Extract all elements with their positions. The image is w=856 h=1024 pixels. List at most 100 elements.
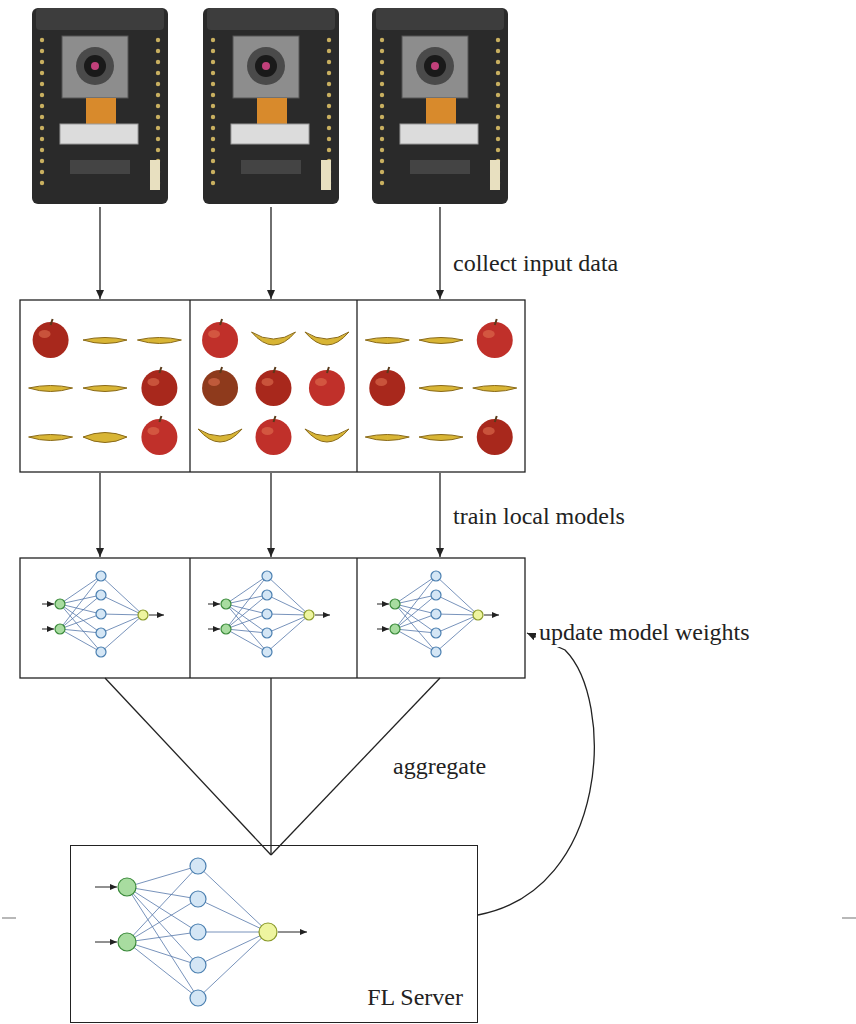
input-arrow	[95, 942, 117, 943]
flow-lines	[100, 207, 594, 915]
net-link	[226, 629, 267, 652]
apple	[369, 370, 405, 406]
apple-stem	[220, 319, 222, 325]
banana	[365, 338, 409, 344]
pin	[40, 49, 44, 53]
banana	[305, 332, 349, 345]
input-neuron	[390, 624, 400, 634]
net-link	[198, 866, 268, 932]
pin	[211, 38, 215, 42]
panel-boxes	[20, 300, 525, 678]
lens	[84, 55, 106, 77]
pin	[156, 71, 160, 75]
net-link	[198, 932, 268, 998]
net-link	[395, 595, 436, 629]
net-link	[60, 629, 101, 652]
apple	[141, 370, 177, 406]
net-link	[395, 604, 436, 633]
input-neuron	[118, 878, 136, 896]
output-neuron	[138, 610, 148, 620]
pin	[327, 49, 331, 53]
apple	[256, 419, 292, 455]
ribbon-cable	[426, 98, 456, 124]
pin	[380, 181, 384, 185]
pin	[496, 49, 500, 53]
banana	[419, 338, 463, 344]
net-link	[101, 576, 143, 615]
pin	[327, 82, 331, 86]
net-link	[198, 899, 268, 932]
net-link	[267, 576, 309, 615]
button	[490, 160, 500, 190]
input-arrow	[42, 604, 54, 605]
pin	[380, 38, 384, 42]
net-link	[436, 615, 478, 652]
slide-rules	[2, 917, 856, 918]
banana	[365, 435, 409, 441]
net-link	[127, 899, 198, 942]
node-title: FL Server	[367, 983, 463, 1012]
pin	[496, 38, 500, 42]
ribbon-cable	[257, 98, 287, 124]
pin	[380, 148, 384, 152]
hidden-neuron	[190, 990, 206, 1006]
net-link	[101, 614, 143, 615]
pin	[156, 60, 160, 64]
hidden-neuron	[262, 590, 272, 600]
pin	[380, 126, 384, 130]
pin	[40, 181, 44, 185]
camera-board	[203, 8, 339, 204]
pin	[40, 126, 44, 130]
banana	[419, 435, 463, 441]
pin	[211, 93, 215, 97]
hidden-neuron	[262, 609, 272, 619]
pin	[380, 49, 384, 53]
apple-highlight	[208, 330, 220, 338]
apple-highlight	[483, 330, 495, 338]
apple-stem	[274, 416, 276, 422]
hidden-neuron	[190, 891, 206, 907]
lens	[255, 55, 277, 77]
banana	[83, 433, 127, 443]
pin	[327, 60, 331, 64]
camera-module	[402, 36, 468, 98]
hidden-neuron	[96, 571, 106, 581]
lens-ring	[416, 47, 454, 85]
net-link	[436, 576, 478, 615]
apple-stem	[495, 416, 497, 422]
chip	[70, 160, 130, 174]
pin	[496, 82, 500, 86]
hidden-neuron	[96, 628, 106, 638]
output-arrow	[278, 932, 307, 933]
pin	[211, 181, 215, 185]
pin	[327, 38, 331, 42]
pin	[496, 93, 500, 97]
camera-module	[62, 36, 128, 98]
pin	[380, 170, 384, 174]
net-link	[267, 615, 309, 633]
input-neuron	[221, 624, 231, 634]
net-link	[226, 595, 267, 629]
input-neuron	[55, 624, 65, 634]
apple-stem	[51, 319, 53, 325]
pin	[40, 60, 44, 64]
pin	[40, 170, 44, 174]
net-link	[436, 614, 478, 615]
hidden-neuron	[96, 590, 106, 600]
pin	[156, 82, 160, 86]
pin	[496, 126, 500, 130]
net-link	[436, 615, 478, 633]
input-neuron	[390, 599, 400, 609]
net-link	[101, 615, 143, 652]
output-arrow	[484, 615, 499, 616]
pin	[40, 71, 44, 75]
banana	[473, 386, 517, 392]
net-link	[198, 932, 268, 965]
pin	[496, 148, 500, 152]
hidden-neuron	[431, 609, 441, 619]
hidden-neuron	[431, 628, 441, 638]
camera-boards	[32, 8, 508, 204]
connector	[400, 124, 478, 144]
apple-stem	[220, 367, 222, 373]
pin	[327, 115, 331, 119]
